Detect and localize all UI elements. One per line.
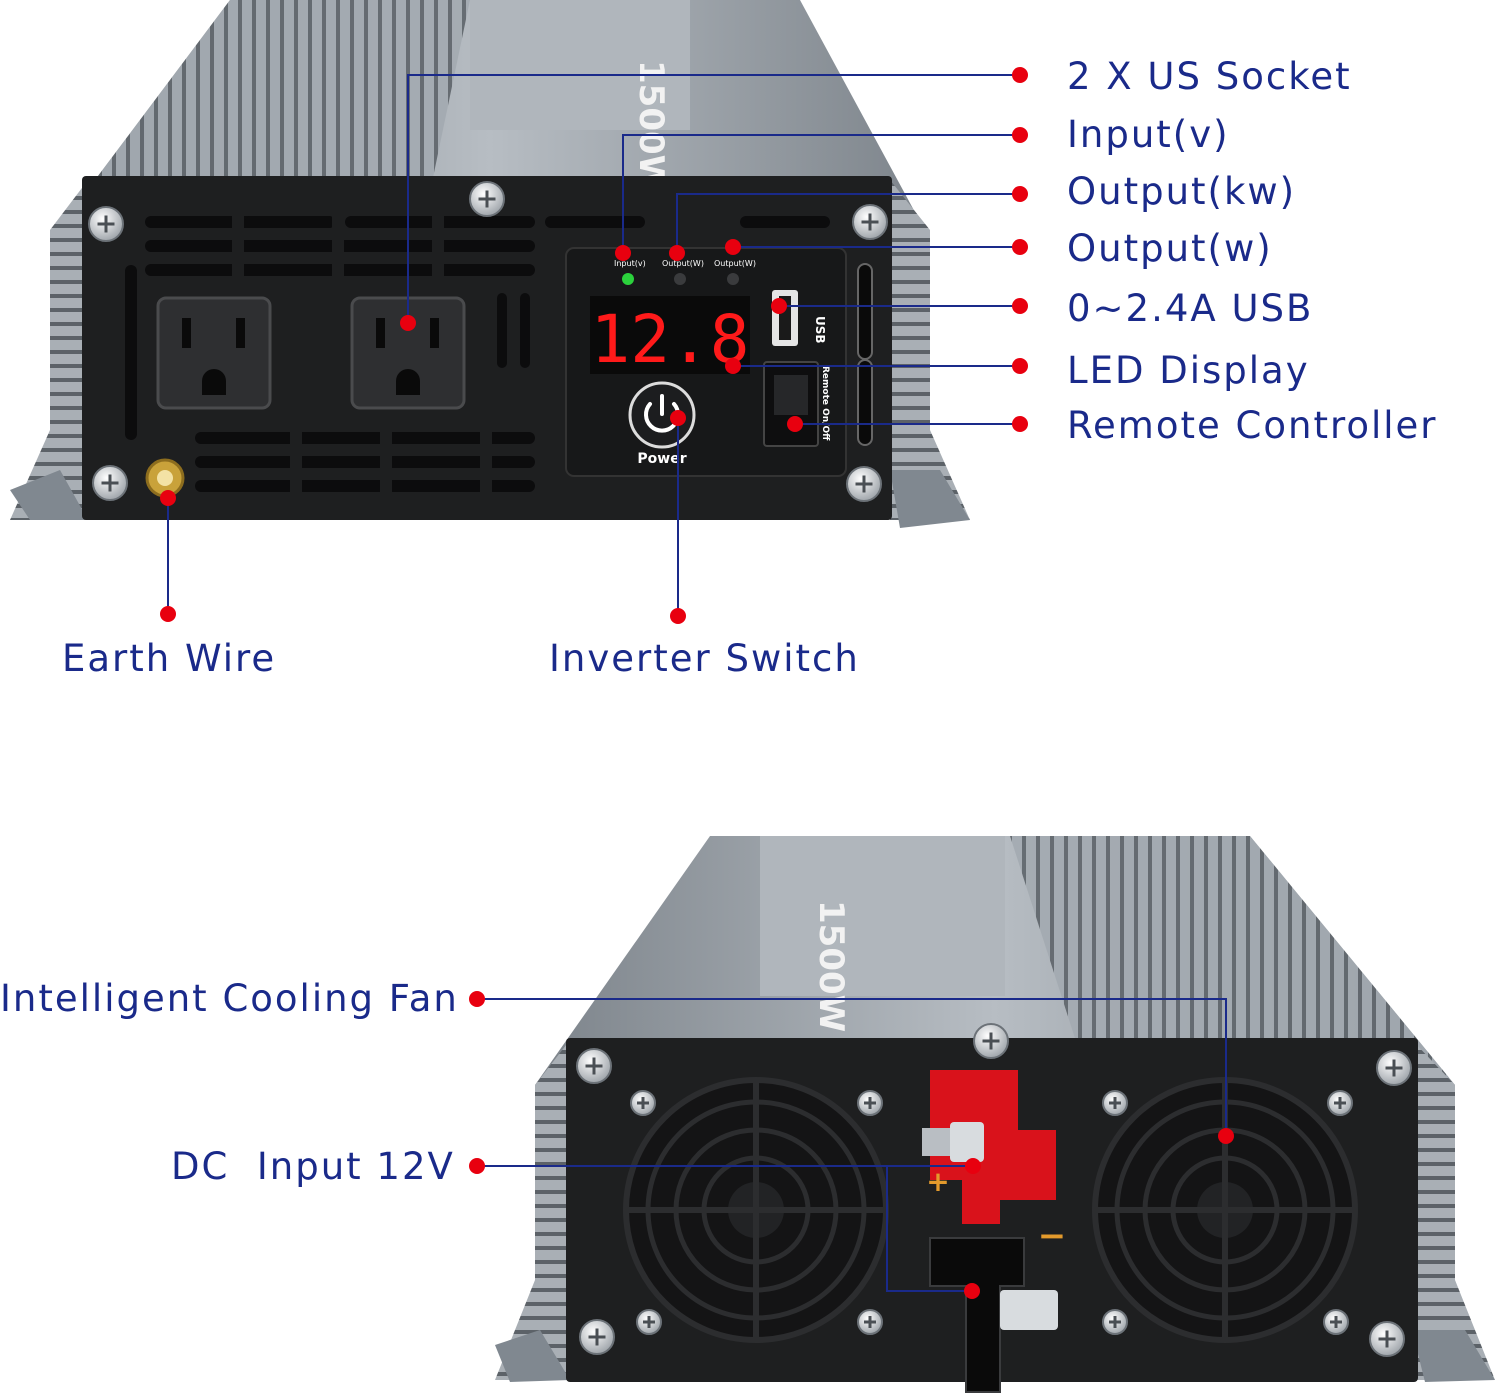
leader-us-socket <box>407 74 1020 323</box>
screw-icon <box>857 1309 883 1335</box>
fan-icon <box>623 1077 889 1343</box>
right-side-fins <box>1412 1040 1495 1380</box>
callout-dot <box>965 1158 981 1174</box>
callout-dot <box>669 245 685 261</box>
indicator-output-kw-led <box>674 273 686 285</box>
indicator-input-led <box>622 273 634 285</box>
callout-dot <box>1012 186 1028 202</box>
callout-dot <box>1012 127 1028 143</box>
indicator-output-kw-label: Output(W) <box>662 259 704 268</box>
terminal-minus: − <box>1038 1216 1067 1256</box>
screw-icon <box>852 204 888 240</box>
screw-icon <box>88 206 124 242</box>
callout-cooling-fan: Intelligent Cooling Fan <box>0 977 459 1020</box>
callout-dot <box>670 608 686 624</box>
callout-dot <box>469 991 485 1007</box>
callout-dot <box>400 315 416 331</box>
negative-terminal <box>929 1237 1058 1393</box>
usb-port-icon[interactable] <box>772 290 798 346</box>
callout-remote-controller: Remote Controller <box>1067 404 1438 447</box>
terminal-plus: + <box>926 1165 949 1198</box>
callout-dot <box>1012 416 1028 432</box>
rj11-port-icon[interactable] <box>763 361 819 447</box>
callout-leaders <box>160 67 1234 1299</box>
screw-icon <box>1102 1309 1128 1335</box>
callout-dot <box>1012 67 1028 83</box>
callout-dot <box>615 245 631 261</box>
screw-icon <box>92 465 128 501</box>
power-label: Power <box>637 451 686 467</box>
leader-cooling-fan <box>477 998 1227 1136</box>
screw-icon <box>636 1309 662 1335</box>
bottom-housing-fins <box>1010 836 1455 1085</box>
indicator-output-w-led <box>727 273 739 285</box>
callout-dot <box>787 416 803 432</box>
leader-dc-input-neg <box>886 1166 972 1292</box>
callout-dot <box>469 1158 485 1174</box>
callout-usb: 0~2.4A USB <box>1067 287 1314 330</box>
callout-dot <box>1012 358 1028 374</box>
screw-icon <box>1376 1050 1412 1086</box>
indicator-input-label: Input(v) <box>614 259 646 268</box>
callout-led-display: LED Display <box>1067 349 1310 392</box>
led-display-value: 12.8 <box>591 301 750 378</box>
callout-dot <box>1012 239 1028 255</box>
screw-icon <box>576 1048 612 1084</box>
callout-earth-wire: Earth Wire <box>62 637 277 680</box>
screw-icon <box>846 466 882 502</box>
screw-icon <box>579 1319 615 1355</box>
left-foot <box>495 1330 570 1382</box>
callout-dot <box>725 239 741 255</box>
callout-dot <box>160 606 176 622</box>
callout-inverter-switch: Inverter Switch <box>549 637 860 680</box>
callout-dot <box>964 1283 980 1299</box>
callout-us-socket: 2 X US Socket <box>1067 55 1352 98</box>
screw-icon <box>973 1023 1009 1059</box>
left-side-fins <box>495 1040 570 1380</box>
callout-dot <box>160 490 176 506</box>
ac-outlet-icon <box>156 296 272 410</box>
remote-label: Remote On/Off <box>820 366 830 441</box>
screw-icon <box>630 1090 656 1116</box>
left-side-fins <box>10 180 88 520</box>
callout-input-v: Input(v) <box>1067 113 1230 156</box>
screw-icon <box>1369 1321 1405 1357</box>
screw-icon <box>1323 1309 1349 1335</box>
callout-dot <box>1012 298 1028 314</box>
leader-input-v <box>622 134 1020 253</box>
vent-slots-lower <box>195 432 535 492</box>
screw-icon <box>1102 1090 1128 1116</box>
callout-output-kw: Output(kw) <box>1067 170 1297 213</box>
bottom-inverter: 1500W + <box>495 836 1495 1393</box>
bottom-housing-rating: 1500W <box>811 900 851 1032</box>
left-foot <box>10 470 88 520</box>
ac-outlet-icon <box>350 296 466 410</box>
callout-dot <box>725 358 741 374</box>
callout-dc-input: DC Input 12V <box>171 1145 455 1188</box>
right-foot <box>1412 1330 1495 1382</box>
right-side-fins <box>890 180 970 520</box>
callout-output-w: Output(w) <box>1067 227 1273 270</box>
screw-icon <box>469 181 505 217</box>
right-foot <box>890 470 970 528</box>
callout-dot <box>771 298 787 314</box>
usb-label: USB <box>813 316 827 344</box>
screw-icon <box>1327 1090 1353 1116</box>
positive-terminal <box>922 1070 1056 1224</box>
callout-dot <box>1218 1128 1234 1144</box>
leader-output-kw <box>676 193 1020 253</box>
callout-dot <box>670 410 686 426</box>
led-display <box>590 296 750 374</box>
screw-icon <box>857 1090 883 1116</box>
top-housing-rating: 1500W <box>631 60 671 192</box>
indicator-output-w-label: Output(W) <box>714 259 756 268</box>
top-inverter: 1500W <box>10 0 970 528</box>
